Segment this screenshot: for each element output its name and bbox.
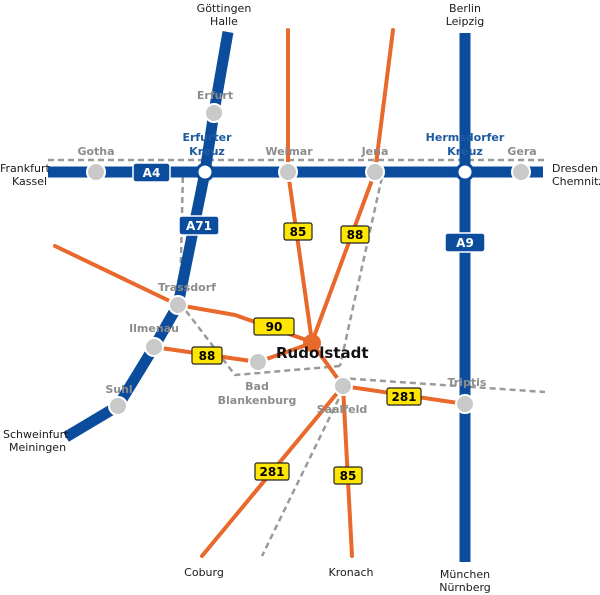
dest-chemnitz: Chemnitz [552, 175, 600, 188]
b88-west-label-box [191, 346, 223, 365]
a4-shield-label: A4 [143, 166, 161, 180]
hermsdorfer-kreuz-label-2: Kreuz [447, 145, 483, 158]
suhl-node [108, 396, 128, 416]
dest-coburg: Coburg [184, 566, 224, 579]
b281-east-label-box [386, 387, 422, 406]
town-nodes [86, 103, 531, 416]
dest-nuernberg: Nürnberg [439, 581, 491, 594]
road-b85-north [286, 28, 314, 344]
bad-blankenburg-node [248, 352, 268, 372]
erfurter-kreuz-label-2: Kreuz [189, 145, 225, 158]
rail-saalfeld-east [339, 376, 546, 394]
gera-node [511, 162, 531, 182]
bad-blankenburg-label-2: Blankenburg [218, 394, 297, 407]
b88-west-label: 88 [199, 349, 216, 363]
rail-jena-saalfeld [338, 167, 386, 367]
town-labels: Erfurt Gotha Weimar Jena Gera Trassdorf … [77, 89, 536, 416]
b85-south-label-box [333, 466, 363, 485]
b281-east-label: 281 [391, 390, 416, 404]
weimar-node [278, 162, 298, 182]
rudolstadt-node [303, 334, 321, 352]
dest-frankfurt: Frankfurt [0, 162, 50, 175]
bad-blankenburg-label-1: Bad [245, 380, 269, 393]
dest-kassel: Kassel [12, 175, 47, 188]
interchange-nodes [195, 162, 475, 182]
dest-kronach: Kronach [329, 566, 374, 579]
saalfeld-node [333, 376, 353, 396]
a9-shield [444, 232, 486, 253]
b281-south-label-box [254, 462, 290, 481]
b85-south-label: 85 [340, 469, 357, 483]
ilmenau-label: Ilmenau [129, 322, 179, 335]
b88-north-label-box [340, 225, 370, 244]
a9-shield-label: A9 [456, 236, 474, 250]
dest-dresden: Dresden [552, 162, 598, 175]
rail-trassdorf-blankenburg [179, 302, 341, 377]
dest-halle: Halle [210, 15, 238, 28]
triptis-node [455, 394, 475, 414]
jena-label: Jena [361, 145, 389, 158]
erfurt-node [204, 103, 224, 123]
rudolstadt-label: Rudolstadt [276, 344, 369, 362]
autobahns [48, 31, 543, 562]
weimar-label: Weimar [265, 145, 313, 158]
ilmenau-node [144, 337, 164, 357]
hermsdorfer-kreuz-node [455, 162, 475, 182]
erfurter-kreuz-label-1: Erfurter [182, 131, 232, 144]
dest-schweinfurt: Schweinfurt [3, 428, 69, 441]
gotha-node [86, 162, 106, 182]
suhl-label: Suhl [105, 383, 132, 396]
b85-north-label-box [283, 222, 313, 241]
a71-shield-label: A71 [186, 219, 212, 233]
autobahn-shields: A4 A71 A9 [132, 162, 486, 253]
erfurter-kreuz-node [195, 162, 215, 182]
rail-saalfeld-south [260, 389, 345, 557]
b90-label-box [253, 317, 295, 336]
saalfeld-label: Saalfeld [317, 403, 367, 416]
federal-road-labels: 85 88 90 88 281 281 85 [191, 222, 422, 485]
gotha-label: Gotha [77, 145, 114, 158]
b281-south-label: 281 [259, 465, 284, 479]
trassdorf-node [168, 295, 188, 315]
jena-node [365, 162, 385, 182]
b88-north-label: 88 [347, 228, 364, 242]
erfurt-label: Erfurt [197, 89, 233, 102]
dest-muenchen: München [440, 568, 490, 581]
gera-label: Gera [507, 145, 536, 158]
triptis-label: Triptis [448, 376, 487, 389]
dest-leipzig: Leipzig [446, 15, 485, 28]
hermsdorfer-kreuz-label-1: Hermsdorfer [426, 131, 505, 144]
b85-north-label: 85 [290, 225, 307, 239]
interchange-labels: Erfurter Kreuz Hermsdorfer Kreuz [182, 131, 504, 158]
a71-shield [178, 215, 220, 236]
a4-shield [132, 162, 171, 183]
dest-berlin: Berlin [449, 2, 481, 15]
dest-meiningen: Meiningen [9, 441, 66, 454]
road-b88-north [310, 28, 395, 344]
trassdorf-label: Trassdorf [158, 281, 216, 294]
dest-goettingen: Göttingen [197, 2, 252, 15]
b90-label: 90 [266, 320, 283, 334]
